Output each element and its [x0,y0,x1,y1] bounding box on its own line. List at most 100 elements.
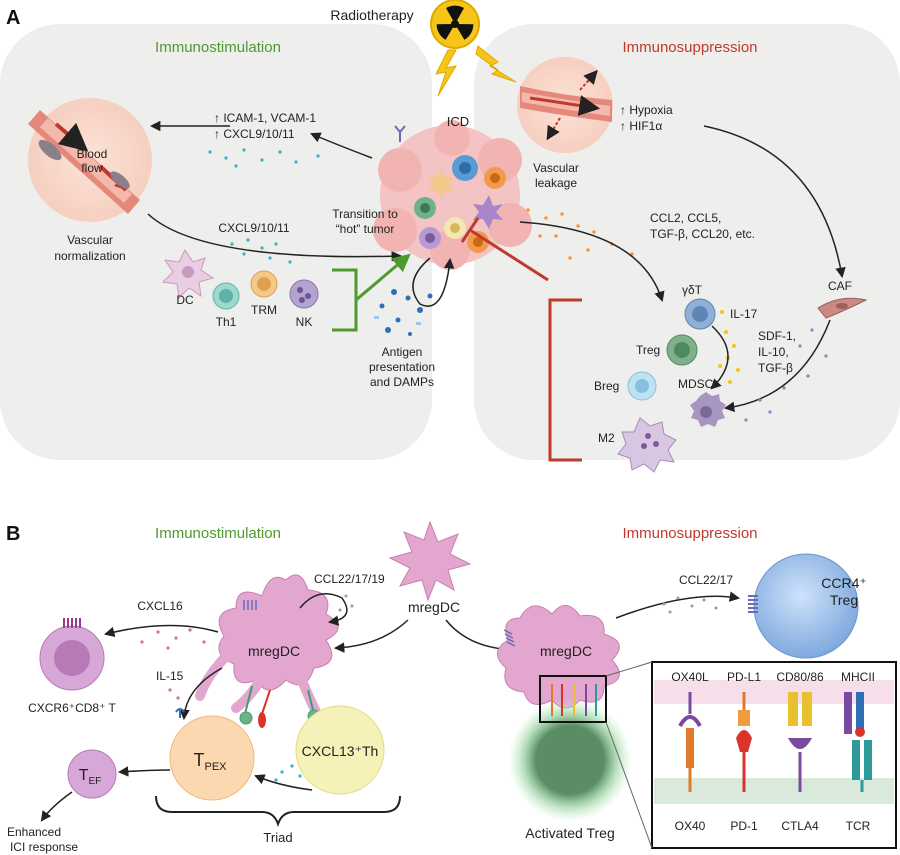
mregdc-to-ccr4-arrow [615,591,741,619]
mregdc-right-icon [497,605,620,709]
immunostimulation-title-a: Immunostimulation [155,39,281,56]
inset-bottom-2: CTLA4 [781,819,819,833]
tpex-label-sub: PEX [204,761,227,773]
inset-bottom-3: TCR [846,819,871,833]
tumor-to-icam-arrow [310,132,373,159]
inhibition-bar [460,217,480,243]
cxcr6-cd8-t-cell-icon [39,618,105,691]
synapse-mini-receptors-icon [551,684,597,716]
ccr4-label-2: Treg [830,592,858,608]
ox40l-ox40-pair-icon [678,692,702,792]
cyan-chemokine-dots-b [274,764,302,782]
gdt-cell-icon [684,298,716,330]
breg-label: Breg [594,379,619,393]
vascular-leakage-label-1: Vascular [533,161,579,175]
mdsc-cell-icon [690,392,726,427]
inset-bottom-1: PD-1 [730,819,758,833]
activated-treg-cell-icon [508,698,632,822]
radiation-hazard-icon [430,0,480,49]
nk-cell-icon [289,279,319,309]
trm-label: TRM [251,303,277,317]
sdf-label-2: IL-10, [758,345,789,359]
tpex-label-main: T [193,750,204,770]
ccl-self-loop-arrow [299,593,348,626]
vascular-to-tumor-arrow [147,213,403,262]
enhanced-label-2: ICI response [10,840,78,854]
purple-cytokine-dots [744,328,828,422]
gdt-label: γδT [682,283,703,297]
th-to-tpex-arrow [254,774,313,791]
blood-vessel-normalization-icon [28,98,152,222]
cxcl-up-label: ↑ CXCL9/10/11 [214,127,295,141]
mhcii-tcr-pair-icon [844,692,872,792]
antigen-loop-arrow [412,257,455,307]
tef-label-main: T [79,767,89,784]
activated-treg-label: Activated Treg [525,825,615,841]
enhanced-label-1: Enhanced [7,825,61,839]
dc-cell-icon [161,249,215,300]
center-to-left-arrow [333,619,409,653]
antibody-icon [394,125,406,142]
vascular-normalization-label-1: Vascular [67,233,113,247]
triad-label: Triad [263,830,292,845]
icd-label: ICD [447,114,469,129]
radiotherapy-label: Radiotherapy [330,7,413,23]
m2-label: M2 [598,431,615,445]
hif-label: ↑ HIF1α [620,119,662,133]
cxcr6-cd8-label: CXCR6⁺CD8⁺ T [28,701,116,715]
tpex-to-tef-arrow [117,766,171,777]
inset-top-3: MHCII [841,670,875,684]
suppression-bracket [548,298,582,462]
ccl-label-1: CCL2, CCL5, [650,211,721,225]
mregdc-center-label: mregDC [408,599,460,615]
immunosuppression-title-b: Immunosuppression [622,525,757,542]
il15-arrow [179,667,223,721]
tef-label-sub: EF [89,776,102,787]
m2-macrophage-icon [617,417,677,473]
tef-label: TEF [79,767,102,787]
damps-particles-icon [374,289,433,336]
pdl1-pd1-pair-icon [736,692,752,792]
nk-label: NK [296,315,313,329]
th1-cell-icon [212,282,240,310]
sdf-label-3: TGF-β [758,361,793,375]
inset-top-2: CD80/86 [776,670,824,684]
tumor-cluster-icon [373,120,532,270]
cd80-ctla4-pair-icon [788,692,812,792]
mregdc-center-icon [388,520,472,602]
ccr4-label-1: CCR4⁺ [821,575,867,591]
blood-flow-label-2: flow [81,161,103,175]
gdt-to-mdsc-arrow [710,325,729,390]
inset-top-1: PD-L1 [727,670,761,684]
triad-brace [155,795,401,828]
chemokine-dots-lower [230,238,292,264]
immunostimulation-panel-bg [0,24,432,460]
hypoxia-to-caf-arrow [703,125,846,279]
icam-label: ↑ ICAM-1, VCAM-1 [214,111,316,125]
il15-label: IL-15 [156,669,184,683]
sdf-label-1: SDF-1, [758,329,796,343]
breg-cell-icon [627,371,657,401]
ccl22-17-label: CCL22/17 [679,573,733,587]
grey-chemokine-dots-left [338,594,354,612]
ccr4-treg-cell-icon [748,553,859,659]
transition-label-2: “hot” tumor [336,222,395,236]
treg-label-a: Treg [636,343,660,357]
cxcl16-arrow [103,624,219,638]
treg-cell-icon [666,334,698,366]
cxcl13-th-cell-icon [295,705,385,795]
inset-bottom-0: OX40 [675,819,706,833]
trm-cell-icon [250,270,278,298]
lightning-bolt-icon-left [435,49,458,97]
ccl-label-2: TGF-β, CCL20, etc. [650,227,755,241]
vascular-leakage-icon [517,57,613,153]
cxcl16-label: CXCL16 [137,599,183,613]
grey-chemokine-dots-right [662,596,718,614]
mdsc-label: MDSC [678,377,714,391]
il17-label: IL-17 [730,307,758,321]
pink-chemokine-dots [140,628,206,650]
vascular-normalization-label-2: normalization [54,249,125,263]
orange-chemokine-dots [526,208,634,260]
antigen-label-2: presentation [369,360,435,374]
